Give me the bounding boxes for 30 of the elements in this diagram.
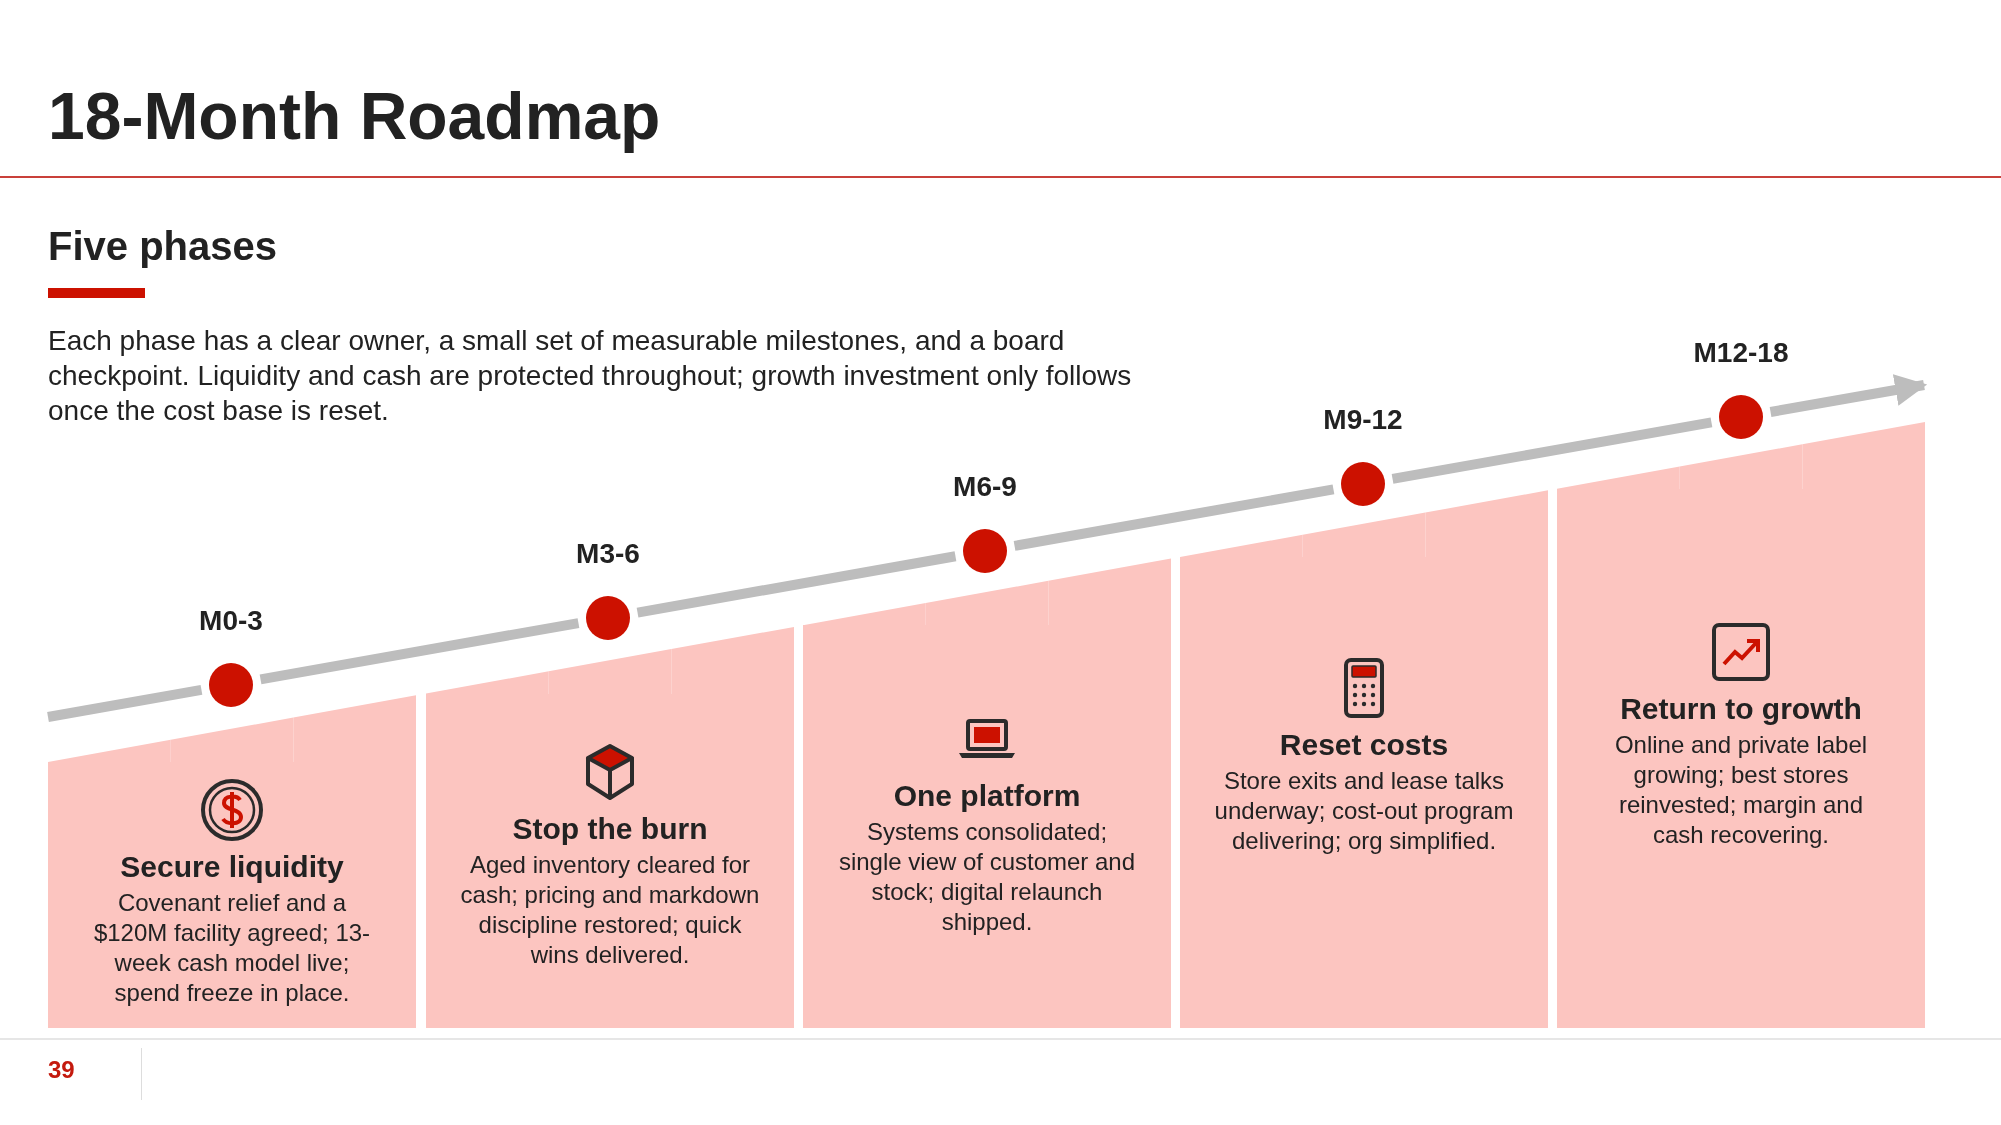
timeline-arrow [1769,374,1928,417]
phase-description: Aged inventory cleared for cash; pricing and markdown discipline restored; quick wins delivered. [460,850,760,970]
milestone-label: M0-3 [198,604,264,637]
phase-panel [426,693,794,1028]
milestone-label: M6-9 [952,471,1018,504]
phase-panel [1557,488,1925,1028]
phase-panel [1180,557,1548,1028]
timeline-line [1013,484,1335,551]
intro-paragraph: Each phase has a clear owner, a small set of measurable milestones, and a board checkpoint. Liquidity and cash are protected throughout; growth investment only follows once the cost base is reset. [48,324,1133,428]
phase-description: Online and private label growing; best stores reinvested; margin and cash recovering. [1613,730,1869,850]
timeline-line [259,618,580,685]
phase-heading: Secure liquidity [120,850,344,884]
page-number: 39 [48,1056,75,1084]
phase-heading: Return to growth [1620,692,1862,726]
milestone-label: M3-6 [575,537,641,570]
phase-panel [48,762,416,1028]
timeline-line [1391,417,1713,484]
phase-description: Covenant relief and a $120M facility agreed; 13-week cash model live; spend freeze in place. [92,888,372,1008]
milestone-label: M12-18 [1692,337,1790,370]
timeline-line [47,684,203,722]
phase-heading: Stop the burn [512,812,708,846]
phase-description: Store exits and lease talks underway; cost-out program delivering; org simplified. [1214,766,1514,856]
section-heading: Five phases [48,224,277,269]
slide-title: 18-Month Roadmap [48,78,661,154]
phase-description: Systems consolidated; single view of customer and stock; digital relaunch shipped. [837,817,1137,937]
phase-heading: One platform [893,779,1081,813]
timeline-line [636,551,957,618]
phase-heading: Reset costs [1279,728,1449,762]
phase-panel [803,625,1171,1028]
milestone-label: M9-12 [1322,404,1404,437]
